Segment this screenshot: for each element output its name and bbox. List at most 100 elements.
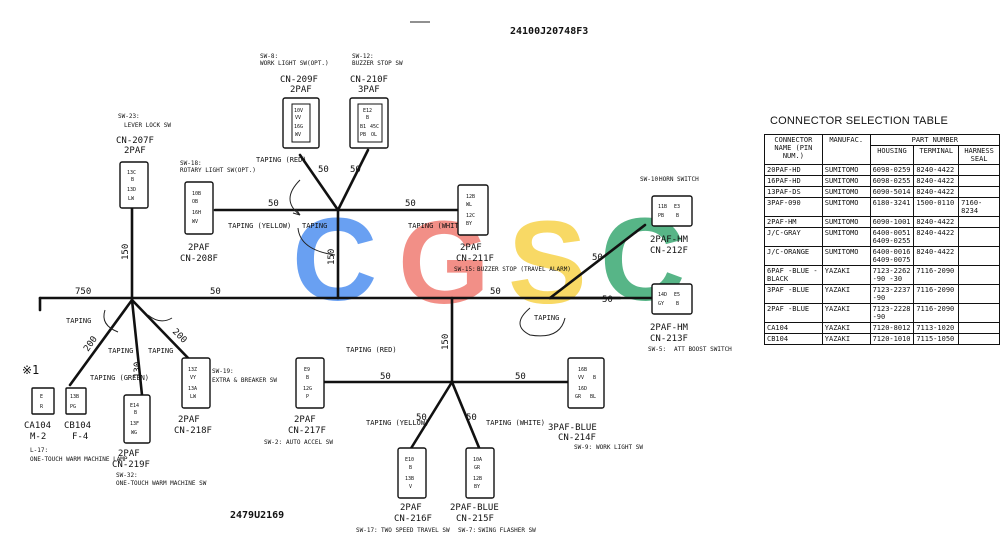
cn210-pin5: PB [360, 132, 366, 138]
cn209-desc: WORK LIGHT SW(OPT.) [260, 60, 329, 67]
table-cell-housing: 6098-0259 [869, 164, 915, 176]
table-cell-maker: SUMITOMO [821, 164, 871, 176]
cn217-pin4: P [306, 394, 309, 400]
cn207-sw: SW-23: [118, 113, 140, 120]
cn214-sw: SW-9: [574, 444, 592, 451]
cn207-desc: LEVER LOCK SW [124, 122, 171, 129]
table-cell-name: 3PAF -BLUE [764, 284, 823, 304]
taping-left: TAPING [66, 317, 91, 325]
table-cell-seal [958, 227, 1000, 247]
cn213-desc: ATT BOOST SWITCH [674, 346, 732, 353]
table-cell-seal [958, 333, 1000, 345]
table-cell-maker: YAZAKI [821, 284, 871, 304]
cn218-name: CN-218F [174, 426, 212, 436]
cn215-pin1: 10A [473, 457, 482, 463]
taping-red-top: TAPING (RED) [256, 156, 307, 164]
cn218-pin4: LW [190, 394, 197, 400]
cn208-pin1: 10B [192, 191, 201, 197]
cn210-pin6: OL [371, 132, 377, 138]
cn208-type: 2PAF [188, 243, 210, 253]
cn208-sw: SW-18: [180, 160, 202, 167]
len-50-lower-right: 50 [515, 372, 526, 382]
cn213-sw: SW-5: [648, 346, 666, 353]
table-cell-name: CB104 [764, 333, 823, 345]
cn212-sw: SW-10: [640, 176, 662, 183]
cn210-pin3: B1 [360, 124, 366, 130]
note-mark: ※1 [22, 363, 39, 377]
len-200-left: 200 [82, 335, 100, 354]
cn211-pin3: 12C [466, 213, 475, 219]
cn219-pin2: B [134, 410, 137, 416]
table-cell-terminal: 8240-4422 [913, 227, 960, 247]
cn213-name: CN-213F [650, 334, 688, 344]
len-150-lower: 150 [441, 334, 451, 350]
cn212-pin4: B [676, 213, 679, 219]
table-cell-maker: SUMITOMO [821, 197, 871, 217]
table-cell-seal [958, 186, 1000, 198]
table-cell-name: 2PAF -BLUE [764, 303, 823, 323]
table-cell-terminal: 8240-4422 [913, 186, 960, 198]
table-cell-terminal: 8240-4422 [913, 216, 960, 228]
table-cell-terminal: 7115-1050 [913, 333, 960, 345]
cn213-pin3: GY [658, 301, 664, 307]
cn215-pin2: GR [474, 465, 481, 471]
cn211-name: CN-211F [456, 254, 494, 264]
table-cell-name: 6PAF -BLUE -BLACK [764, 265, 823, 285]
cn209-type: 2PAF [290, 85, 312, 95]
col-part-number: PART NUMBER [869, 134, 1000, 146]
table-cell-maker: SUMITOMO [821, 216, 871, 228]
cn219-desc: ONE-TOUCH WARM MACHINE SW [116, 480, 207, 487]
len-50-209: 50 [318, 165, 329, 175]
col-manufacturer: MANUFAC. [821, 134, 871, 165]
len-50-215: 50 [466, 413, 477, 423]
cn218-pin1: 13Z [188, 367, 197, 373]
cn211-pin4: BY [466, 221, 472, 227]
cn219-sw: SW-32: [116, 472, 138, 479]
doc-code-top: 24100J20748F3 [510, 26, 588, 37]
table-cell-maker: SUMITOMO [821, 227, 871, 247]
table-cell-housing: 7123-2228 -90 [869, 303, 915, 323]
cn209-pin4: WV [295, 132, 301, 138]
ca104-type: M-2 [30, 432, 46, 442]
table-cell-housing: 6400-0051 6409-0255 [869, 227, 915, 247]
table-cell-seal [958, 246, 1000, 266]
cn209-pin2: VV [295, 115, 301, 121]
cn218-type: 2PAF [178, 415, 200, 425]
cn214-pin5: GR [575, 394, 582, 400]
table-cell-terminal: 7113-1020 [913, 322, 960, 334]
cn214-pin1: 16B [578, 367, 587, 373]
connector-labels: SW-8: WORK LIGHT SW(OPT.) CN-209F 2PAF S… [22, 53, 732, 534]
len-50-main: 50 [210, 287, 221, 297]
cn210-desc: BUZZER STOP SW [352, 60, 403, 67]
len-150-left: 150 [121, 244, 131, 260]
cn207-pin1: 13C [127, 170, 136, 176]
cn209-pin3: 16G [294, 124, 303, 130]
table-cell-housing: 7120-8012 [869, 322, 915, 334]
table-cell-maker: SUMITOMO [821, 246, 871, 266]
table-cell-terminal: 8240-4422 [913, 164, 960, 176]
cn207-type: 2PAF [124, 146, 146, 156]
wire-bundle [38, 148, 657, 452]
table-cell-maker: YAZAKI [821, 333, 871, 345]
table-cell-name: CA104 [764, 322, 823, 334]
cn216-name: CN-216F [394, 514, 432, 524]
cn212-pin2: E3 [674, 204, 680, 210]
taping-green: TAPING (GREEN) [90, 374, 149, 382]
ca104-pin1: E [40, 394, 43, 400]
watermark-s: S [508, 197, 587, 329]
table-cell-housing: 6090-1001 [869, 216, 915, 228]
l17-desc: ONE-TOUCH WARM MACHINE LAMP [30, 456, 128, 463]
len-50-top-right: 50 [405, 199, 416, 209]
cn217-pin2: B [306, 375, 309, 381]
len-150-mid: 150 [327, 249, 337, 265]
cn213-pin2: E5 [674, 292, 680, 298]
taping-right: TAPING [534, 314, 559, 322]
cn216-type: 2PAF [400, 503, 422, 513]
